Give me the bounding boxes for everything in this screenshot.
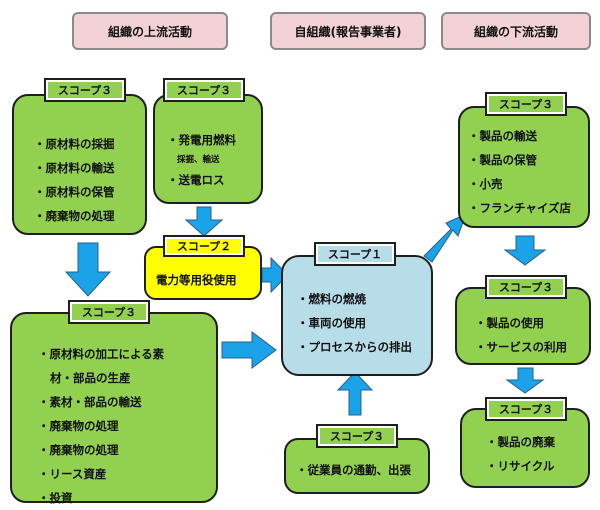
tag-scope3-disposal: スコープ３ <box>485 397 567 421</box>
tag-label: スコープ３ <box>498 403 554 416</box>
box-upstream-fuel: ・発電用燃料 採掘、輸送 ・送電ロス <box>153 94 263 204</box>
item-power-fuel: ・発電用燃料 <box>167 133 236 147</box>
box-upstream-materials: ・原材料の採掘 ・原材料の輸送 ・原材料の保管 ・廃棄物の処理 <box>12 94 147 235</box>
item-lease-assets: ・リース資産 <box>38 467 107 481</box>
item-franchise: ・フランチャイズ店 <box>468 201 572 215</box>
arrow-scope2-to-scope1 <box>261 256 289 294</box>
item-commute-business-trip: ・従業員の通勤、出張 <box>296 463 411 477</box>
tag-label: スコープ３ <box>176 84 232 97</box>
header-upstream-label: 組織の上流活動 <box>107 24 192 39</box>
item-material-mining: ・原材料の採掘 <box>34 137 115 151</box>
item-waste-treatment-2: ・廃棄物の処理 <box>38 443 119 457</box>
box-scope1: ・燃料の燃焼 ・車両の使用 ・プロセスからの排出 <box>281 255 433 376</box>
tag-scope3-distribution: スコープ３ <box>485 92 567 116</box>
box-upstream-processing: ・原材料の加工による素 材・部品の生産 ・素材・部品の輸送 ・廃棄物の処理 ・廃… <box>10 312 218 505</box>
item-fuel-combustion: ・燃料の燃焼 <box>297 292 366 306</box>
box-downstream-distribution: ・製品の輸送 ・製品の保管 ・小売 ・フランチャイズ店 <box>458 106 590 228</box>
header-upstream: 組織の上流活動 <box>72 12 228 50</box>
item-material-storage: ・原材料の保管 <box>34 185 115 199</box>
tag-scope3-commute: スコープ３ <box>316 424 398 448</box>
item-parts-transport: ・素材・部品の輸送 <box>38 395 142 409</box>
item-product-use: ・製品の使用 <box>475 316 544 330</box>
arrow-processing-to-scope1 <box>221 331 277 369</box>
item-mining-transport: 採掘、輸送 <box>177 155 220 165</box>
tag-label: スコープ２ <box>176 240 232 253</box>
header-downstream-label: 組織の下流活動 <box>473 24 558 39</box>
item-service-use: ・サービスの利用 <box>475 340 567 354</box>
item-processing-production: ・原材料の加工による素 <box>38 347 165 361</box>
tag-label: スコープ３ <box>57 84 113 97</box>
header-own-organization: 自組織(報告事業者) <box>270 12 426 50</box>
arrow-materials-to-processing <box>64 242 112 297</box>
header-downstream: 組織の下流活動 <box>441 12 591 50</box>
item-investment: ・投資 <box>38 491 73 505</box>
arrow-scope1-to-distribution <box>423 213 467 263</box>
item-utility-use: 電力等用役使用 <box>156 273 237 287</box>
item-transmission-loss: ・送電ロス <box>167 173 225 187</box>
item-process-emission: ・プロセスからの排出 <box>297 340 412 354</box>
item-retail: ・小売 <box>468 177 503 191</box>
tag-label: スコープ１ <box>327 248 383 261</box>
arrow-commute-to-scope1 <box>336 371 374 416</box>
tag-label: スコープ３ <box>498 98 554 111</box>
tag-scope3-use: スコープ３ <box>485 275 567 299</box>
tag-label: スコープ３ <box>329 430 385 443</box>
item-product-disposal: ・製品の廃棄 <box>486 435 555 449</box>
tag-scope2: スコープ２ <box>163 235 245 257</box>
arrow-use-to-disposal <box>505 367 545 394</box>
item-waste-treatment: ・廃棄物の処理 <box>34 209 115 223</box>
tag-label: スコープ３ <box>81 306 137 319</box>
arrow-fuel-to-scope2 <box>184 206 224 237</box>
item-material-transport: ・原材料の輸送 <box>34 161 115 175</box>
item-product-storage: ・製品の保管 <box>468 153 537 167</box>
tag-scope1: スコープ１ <box>314 242 396 266</box>
tag-scope3-materials: スコープ３ <box>44 78 126 102</box>
tag-label: スコープ３ <box>498 281 554 294</box>
box-downstream-disposal: ・製品の廃棄 ・リサイクル <box>460 408 590 488</box>
item-vehicle-use: ・車両の使用 <box>297 316 366 330</box>
tag-scope3-fuel: スコープ３ <box>163 78 245 102</box>
box-downstream-use: ・製品の使用 ・サービスの利用 <box>455 287 591 365</box>
tag-scope3-processing: スコープ３ <box>68 300 150 324</box>
item-waste-treatment-1: ・廃棄物の処理 <box>38 419 119 433</box>
item-recycling: ・リサイクル <box>486 459 555 473</box>
item-product-transport: ・製品の輸送 <box>468 129 537 143</box>
arrow-distribution-to-use <box>503 235 547 266</box>
item-parts-production: 材・部品の生産 <box>50 371 131 385</box>
header-own-label: 自組織(報告事業者) <box>294 24 402 39</box>
